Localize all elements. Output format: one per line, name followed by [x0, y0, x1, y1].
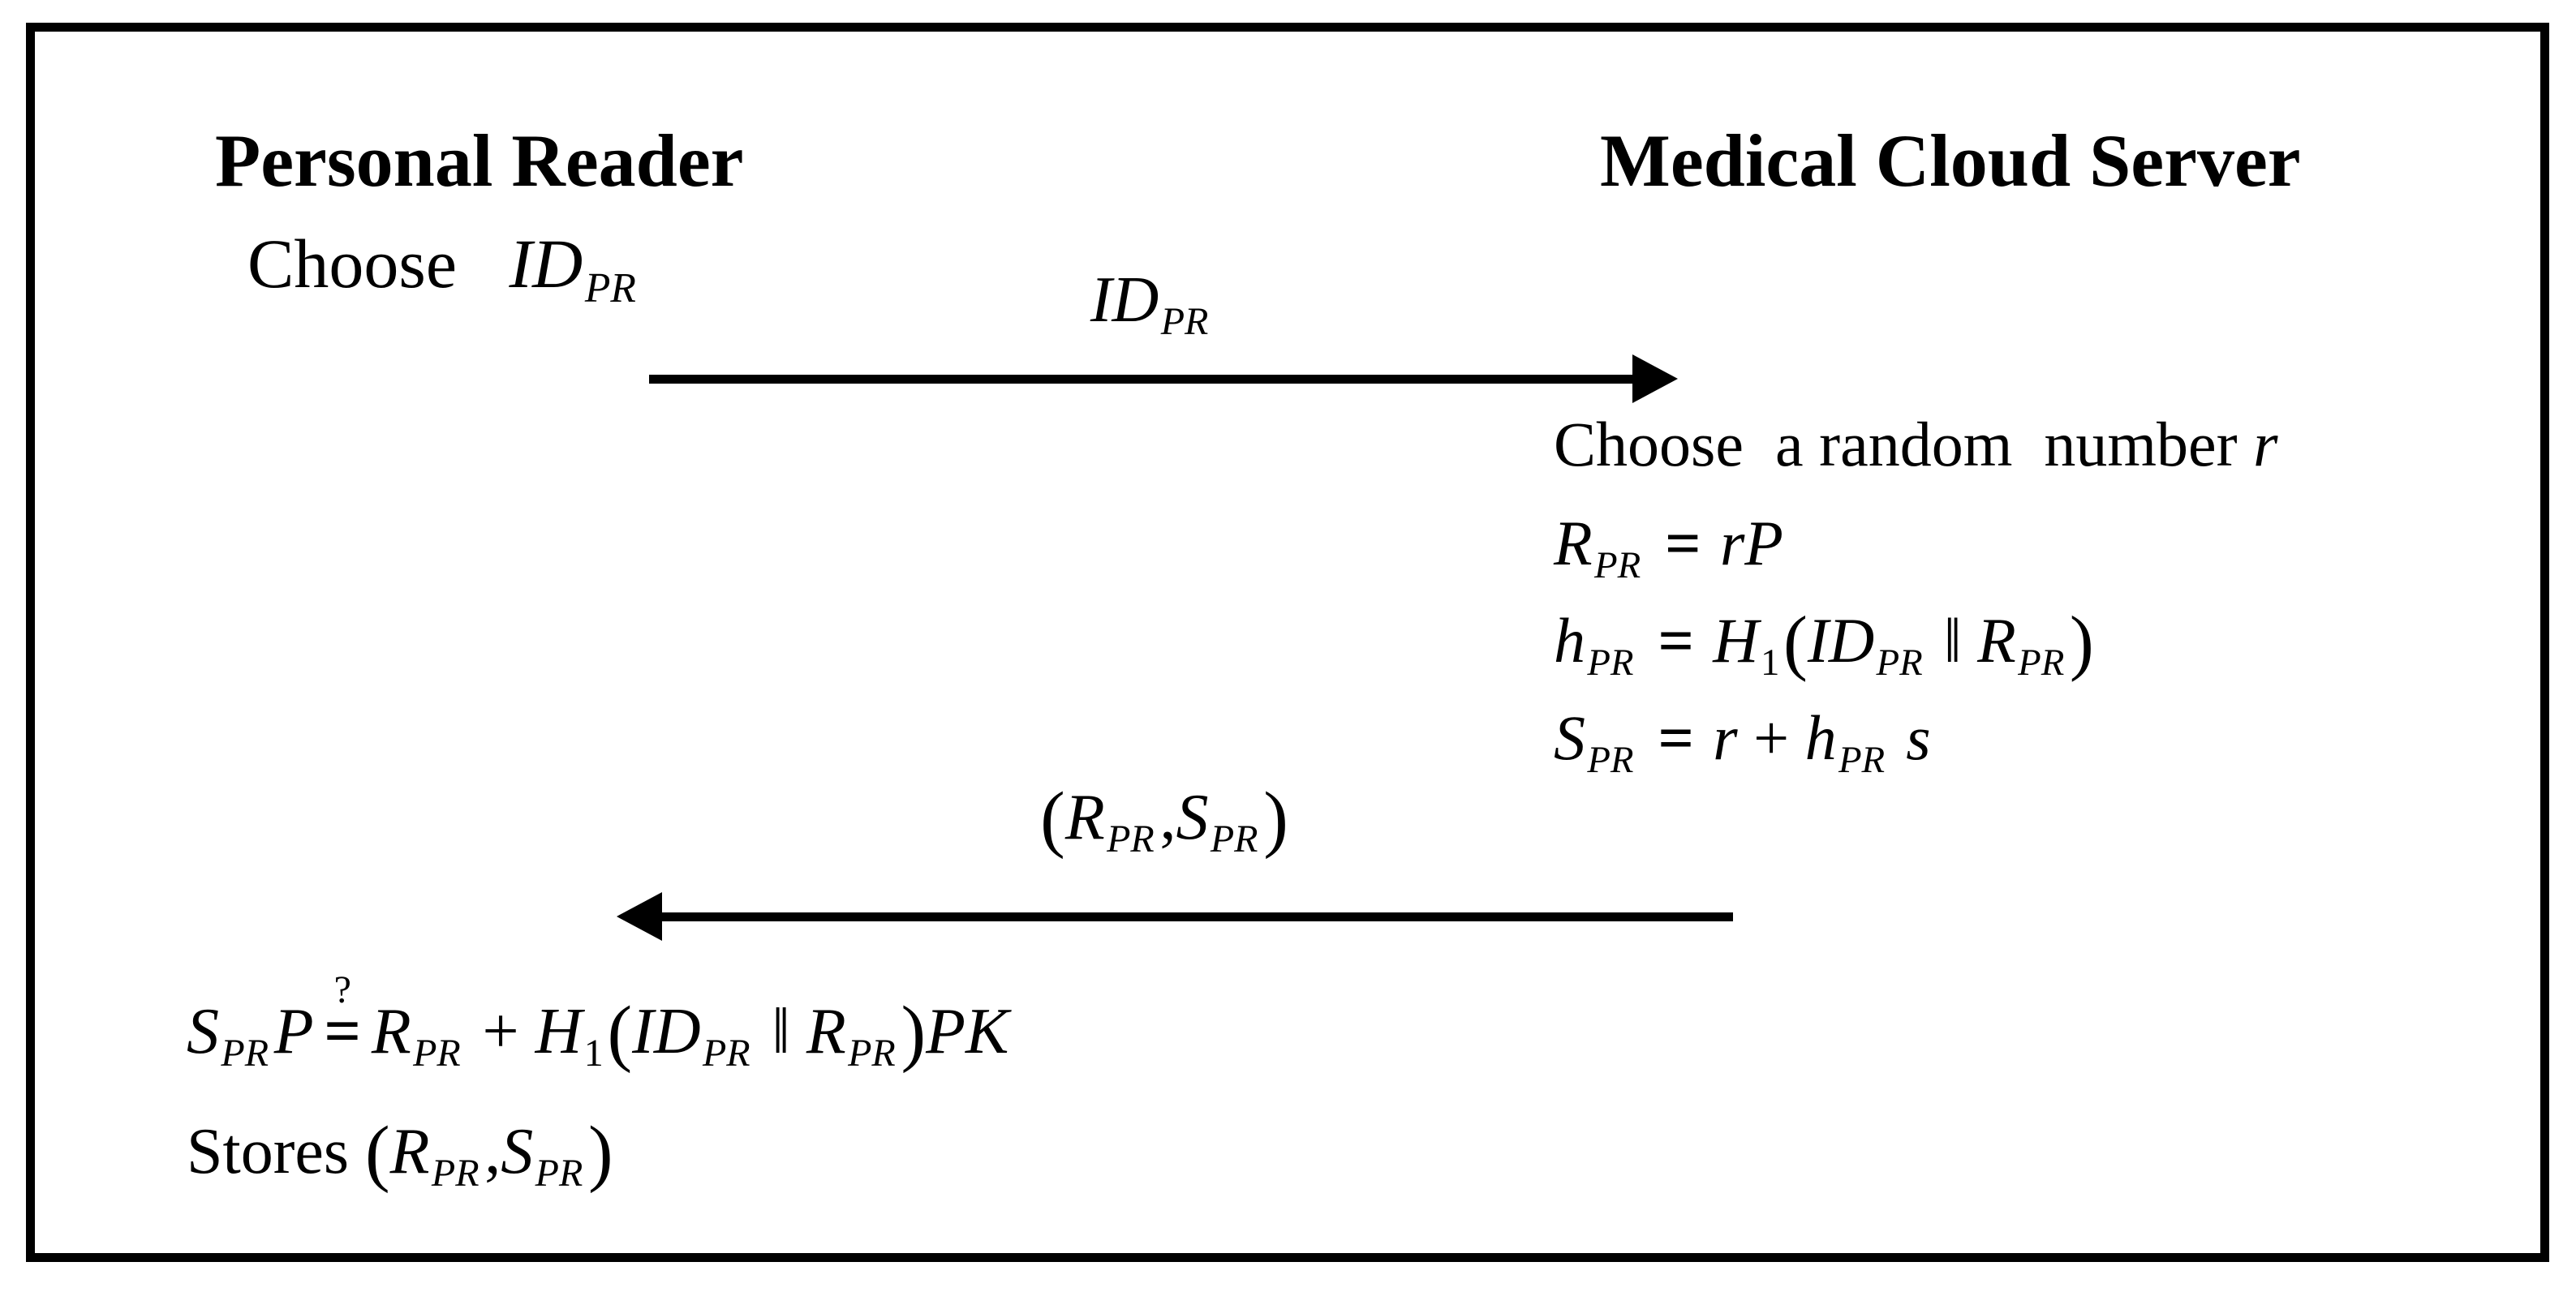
server-step-choose-random: Choose a random number r	[1554, 409, 2278, 479]
arrowhead-right-icon	[1632, 354, 1678, 403]
reader-choose-id-line: Choose IDPR	[247, 225, 636, 311]
message-2-label: (RPR,SPR)	[1040, 776, 1288, 861]
reader-store-line: Stores (RPR,SPR)	[187, 1110, 613, 1195]
server-step-compute-hpr: hPR=H1(IDPR ‖ RPR)	[1554, 602, 2094, 684]
party-heading-personal-reader: Personal Reader	[215, 119, 744, 202]
message-1-arrow-line	[649, 375, 1636, 384]
server-step-compute-spr: SPR=r + hPR s	[1554, 702, 1931, 781]
reader-verification-equation: SPRP?=RPR + H1(IDPR ‖ RPR)PK	[187, 968, 1009, 1075]
arrowhead-left-icon	[617, 892, 662, 941]
message-1-label: IDPR	[1090, 264, 1209, 344]
party-heading-medical-cloud-server: Medical Cloud Server	[1600, 119, 2301, 202]
server-step-compute-rpr: RPR=rP	[1554, 508, 1783, 586]
message-2-arrow-line	[656, 912, 1733, 921]
protocol-frame	[26, 23, 2549, 1262]
